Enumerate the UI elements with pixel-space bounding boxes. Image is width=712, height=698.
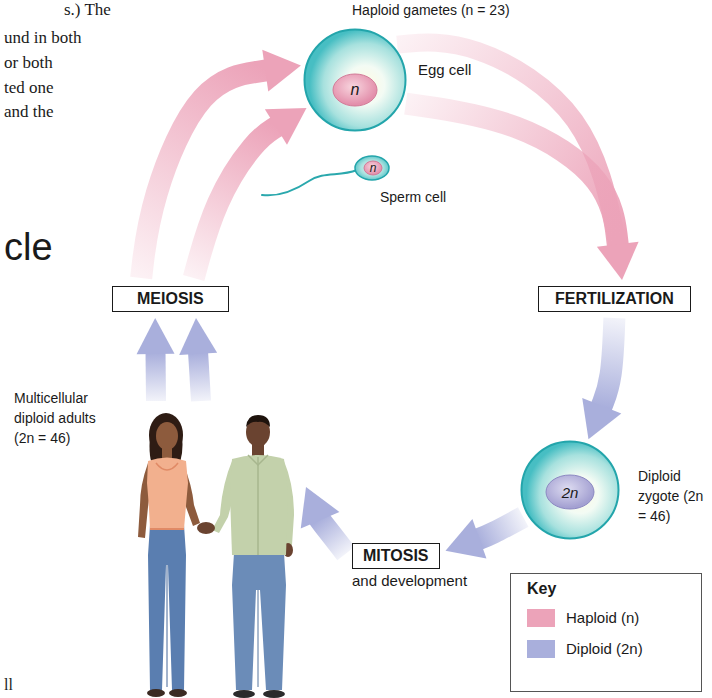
- arrow-head: [597, 242, 639, 280]
- process-name: MITOSIS: [363, 546, 429, 566]
- cycle-arrow: [582, 318, 621, 439]
- page-text-fragment: or both: [4, 53, 53, 73]
- stage-heading: Haploid gametes (n = 23): [352, 2, 510, 18]
- page-text-fragment: und in both: [4, 28, 81, 48]
- process-box: MITOSISand development: [352, 543, 440, 569]
- heading-fragment: cle: [4, 226, 53, 269]
- cell-label: Sperm cell: [380, 189, 446, 205]
- arrow-band: [601, 318, 614, 407]
- cycle-arrow: [446, 517, 524, 559]
- arrow-head: [179, 318, 217, 355]
- page-text-fragment: ll: [4, 676, 13, 694]
- legend-entry: Diploid (2n): [527, 640, 643, 658]
- legend-swatch: [527, 640, 555, 658]
- sperm-cell: Sperm celln: [354, 155, 390, 181]
- arrow-band: [194, 126, 277, 278]
- page-text-fragment: ted one: [4, 78, 54, 98]
- cycle-arrow: [141, 50, 301, 278]
- cell-label: Egg cell: [418, 61, 471, 78]
- arrow-band: [397, 43, 618, 246]
- arrow-head: [582, 398, 621, 439]
- zygote-cell: Diploid zygote (2n = 46)2n: [520, 440, 620, 540]
- egg-nucleus: n: [332, 73, 378, 107]
- arrow-head: [137, 318, 175, 354]
- ploidy-symbol: 2n: [562, 485, 579, 500]
- arrow-head: [446, 519, 487, 559]
- zygote-nucleus: 2n: [545, 474, 595, 510]
- arrow-head: [301, 487, 340, 528]
- legend-text: Haploid (n): [566, 609, 639, 627]
- cycle-arrow: [137, 318, 175, 401]
- cycle-arrow: [179, 318, 217, 401]
- page-text-fragment: s.) The: [64, 0, 111, 20]
- arrow-band: [320, 519, 346, 553]
- cell-label: Diploid zygote (2n = 46): [638, 466, 708, 526]
- process-name: FERTILIZATION: [555, 289, 674, 309]
- legend-title: Key: [527, 580, 556, 598]
- adult-figures: Multicellular diploid adults (2n = 46): [120, 405, 300, 698]
- page-text-fragment: and the: [4, 102, 54, 122]
- legend-swatch: [527, 609, 555, 627]
- cycle-arrow: [301, 487, 346, 553]
- process-box: MEIOSIS: [112, 286, 229, 312]
- ploidy-symbol: n: [370, 162, 377, 174]
- organism-label: Multicellular diploid adults (2n = 46): [14, 388, 114, 448]
- process-box: FERTILIZATION: [538, 286, 691, 312]
- process-name: MEIOSIS: [137, 289, 204, 309]
- sperm-nucleus: n: [363, 160, 383, 176]
- arrow-head: [262, 50, 301, 92]
- ploidy-symbol: n: [351, 82, 360, 98]
- arrow-band: [198, 353, 201, 401]
- people-illustration: [120, 405, 300, 698]
- arrow-band: [478, 517, 523, 539]
- egg-cell: Egg celln: [303, 28, 407, 132]
- legend-entry: Haploid (n): [527, 609, 639, 627]
- arrow-head: [265, 108, 307, 145]
- cycle-arrow: [397, 43, 638, 280]
- legend-text: Diploid (2n): [566, 640, 643, 658]
- cycle-arrow: [194, 108, 307, 278]
- process-subtitle: and development: [352, 571, 467, 591]
- arrow-band: [146, 353, 166, 401]
